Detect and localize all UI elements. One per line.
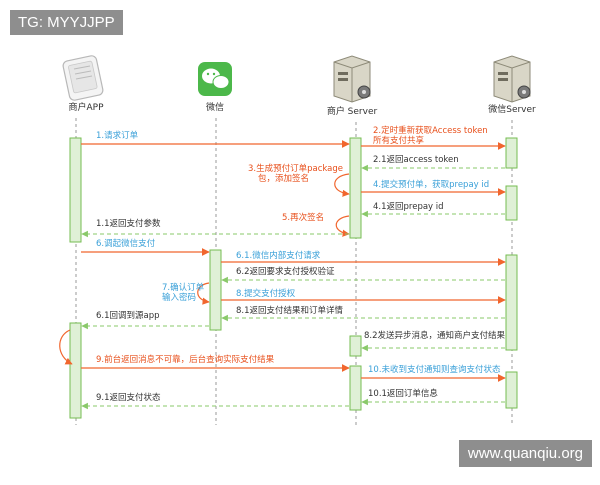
phone-icon <box>62 55 104 101</box>
participant-merchant-server: 商户 Server <box>327 55 378 117</box>
message-label: 6.1回调到源app <box>96 311 160 321</box>
message-label: 8.提交支付授权 <box>236 288 296 299</box>
participant-merchant-app: 商户APP <box>62 55 104 113</box>
message-label-line2: 包，添加签名 <box>258 173 309 184</box>
messages: 1.请求订单 2.定时重新获取Access token 所有支付共享 2.1返回… <box>59 125 506 410</box>
message-label: 7.确认订单 <box>162 282 205 293</box>
message-label: 1.请求订单 <box>96 130 139 141</box>
server-icon <box>493 55 531 103</box>
message-label: 10.1返回订单信息 <box>368 388 438 399</box>
message-label: 5.再次签名 <box>282 212 324 223</box>
message-label: 6.调起微信支付 <box>96 238 156 249</box>
message-label: 2.1返回access token <box>373 154 459 165</box>
activation-wechat <box>209 249 222 331</box>
message-label: 4.1返回prepay id <box>373 201 444 212</box>
message-label: 2.定时重新获取Access token <box>373 125 488 136</box>
activation-app-2 <box>69 322 82 419</box>
participant-label: 微信 <box>206 101 224 113</box>
message-label: 9.前台返回消息不可靠，后台查询实际支付结果 <box>96 354 275 365</box>
message-label: 4.提交预付单，获取prepay id <box>373 179 489 190</box>
server-icon <box>333 55 371 103</box>
message-label-line2: 输入密码 <box>162 292 196 303</box>
message-label: 9.1返回支付状态 <box>96 392 161 403</box>
message-label: 6.2返回要求支付授权验证 <box>236 266 335 277</box>
participant-label: 商户 Server <box>327 105 378 117</box>
message-label: 3.生成预付订单package <box>248 163 343 174</box>
message-label: 10.未收到支付通知则查询支付状态 <box>368 364 501 375</box>
message-self-arrow <box>334 173 350 197</box>
activation-wserver-4 <box>505 371 518 409</box>
wechat-icon <box>198 62 232 96</box>
activation-wserver-3 <box>505 254 518 351</box>
message-label: 1.1返回支付参数 <box>96 218 161 229</box>
activation-mserver-1 <box>349 137 362 239</box>
activation-mserver-2 <box>349 335 362 357</box>
participant-label: 微信Server <box>488 103 536 115</box>
activation-app-1 <box>69 137 82 243</box>
message-label-line2: 所有支付共享 <box>373 135 425 146</box>
watermark-top-tag: TG: MYYJJPP <box>10 10 123 35</box>
message-self-arrow <box>197 282 210 305</box>
activation-wserver-2 <box>505 185 518 221</box>
activation-wserver-1 <box>505 137 518 169</box>
message-self-arrow <box>59 329 73 365</box>
participant-wechat-server: 微信Server <box>488 55 536 115</box>
activation-mserver-3 <box>349 365 362 411</box>
activations <box>69 137 518 419</box>
message-self-arrow <box>335 215 350 237</box>
message-label: 8.1返回支付结果和订单详情 <box>236 305 344 316</box>
watermark-bottom-tag: www.quanqiu.org <box>458 440 592 467</box>
participant-wechat: 微信 <box>198 62 232 113</box>
message-label: 6.1.微信内部支付请求 <box>236 250 321 261</box>
participant-label: 商户APP <box>68 101 104 113</box>
message-label: 8.2发送异步消息，通知商户支付结果 <box>364 330 506 341</box>
